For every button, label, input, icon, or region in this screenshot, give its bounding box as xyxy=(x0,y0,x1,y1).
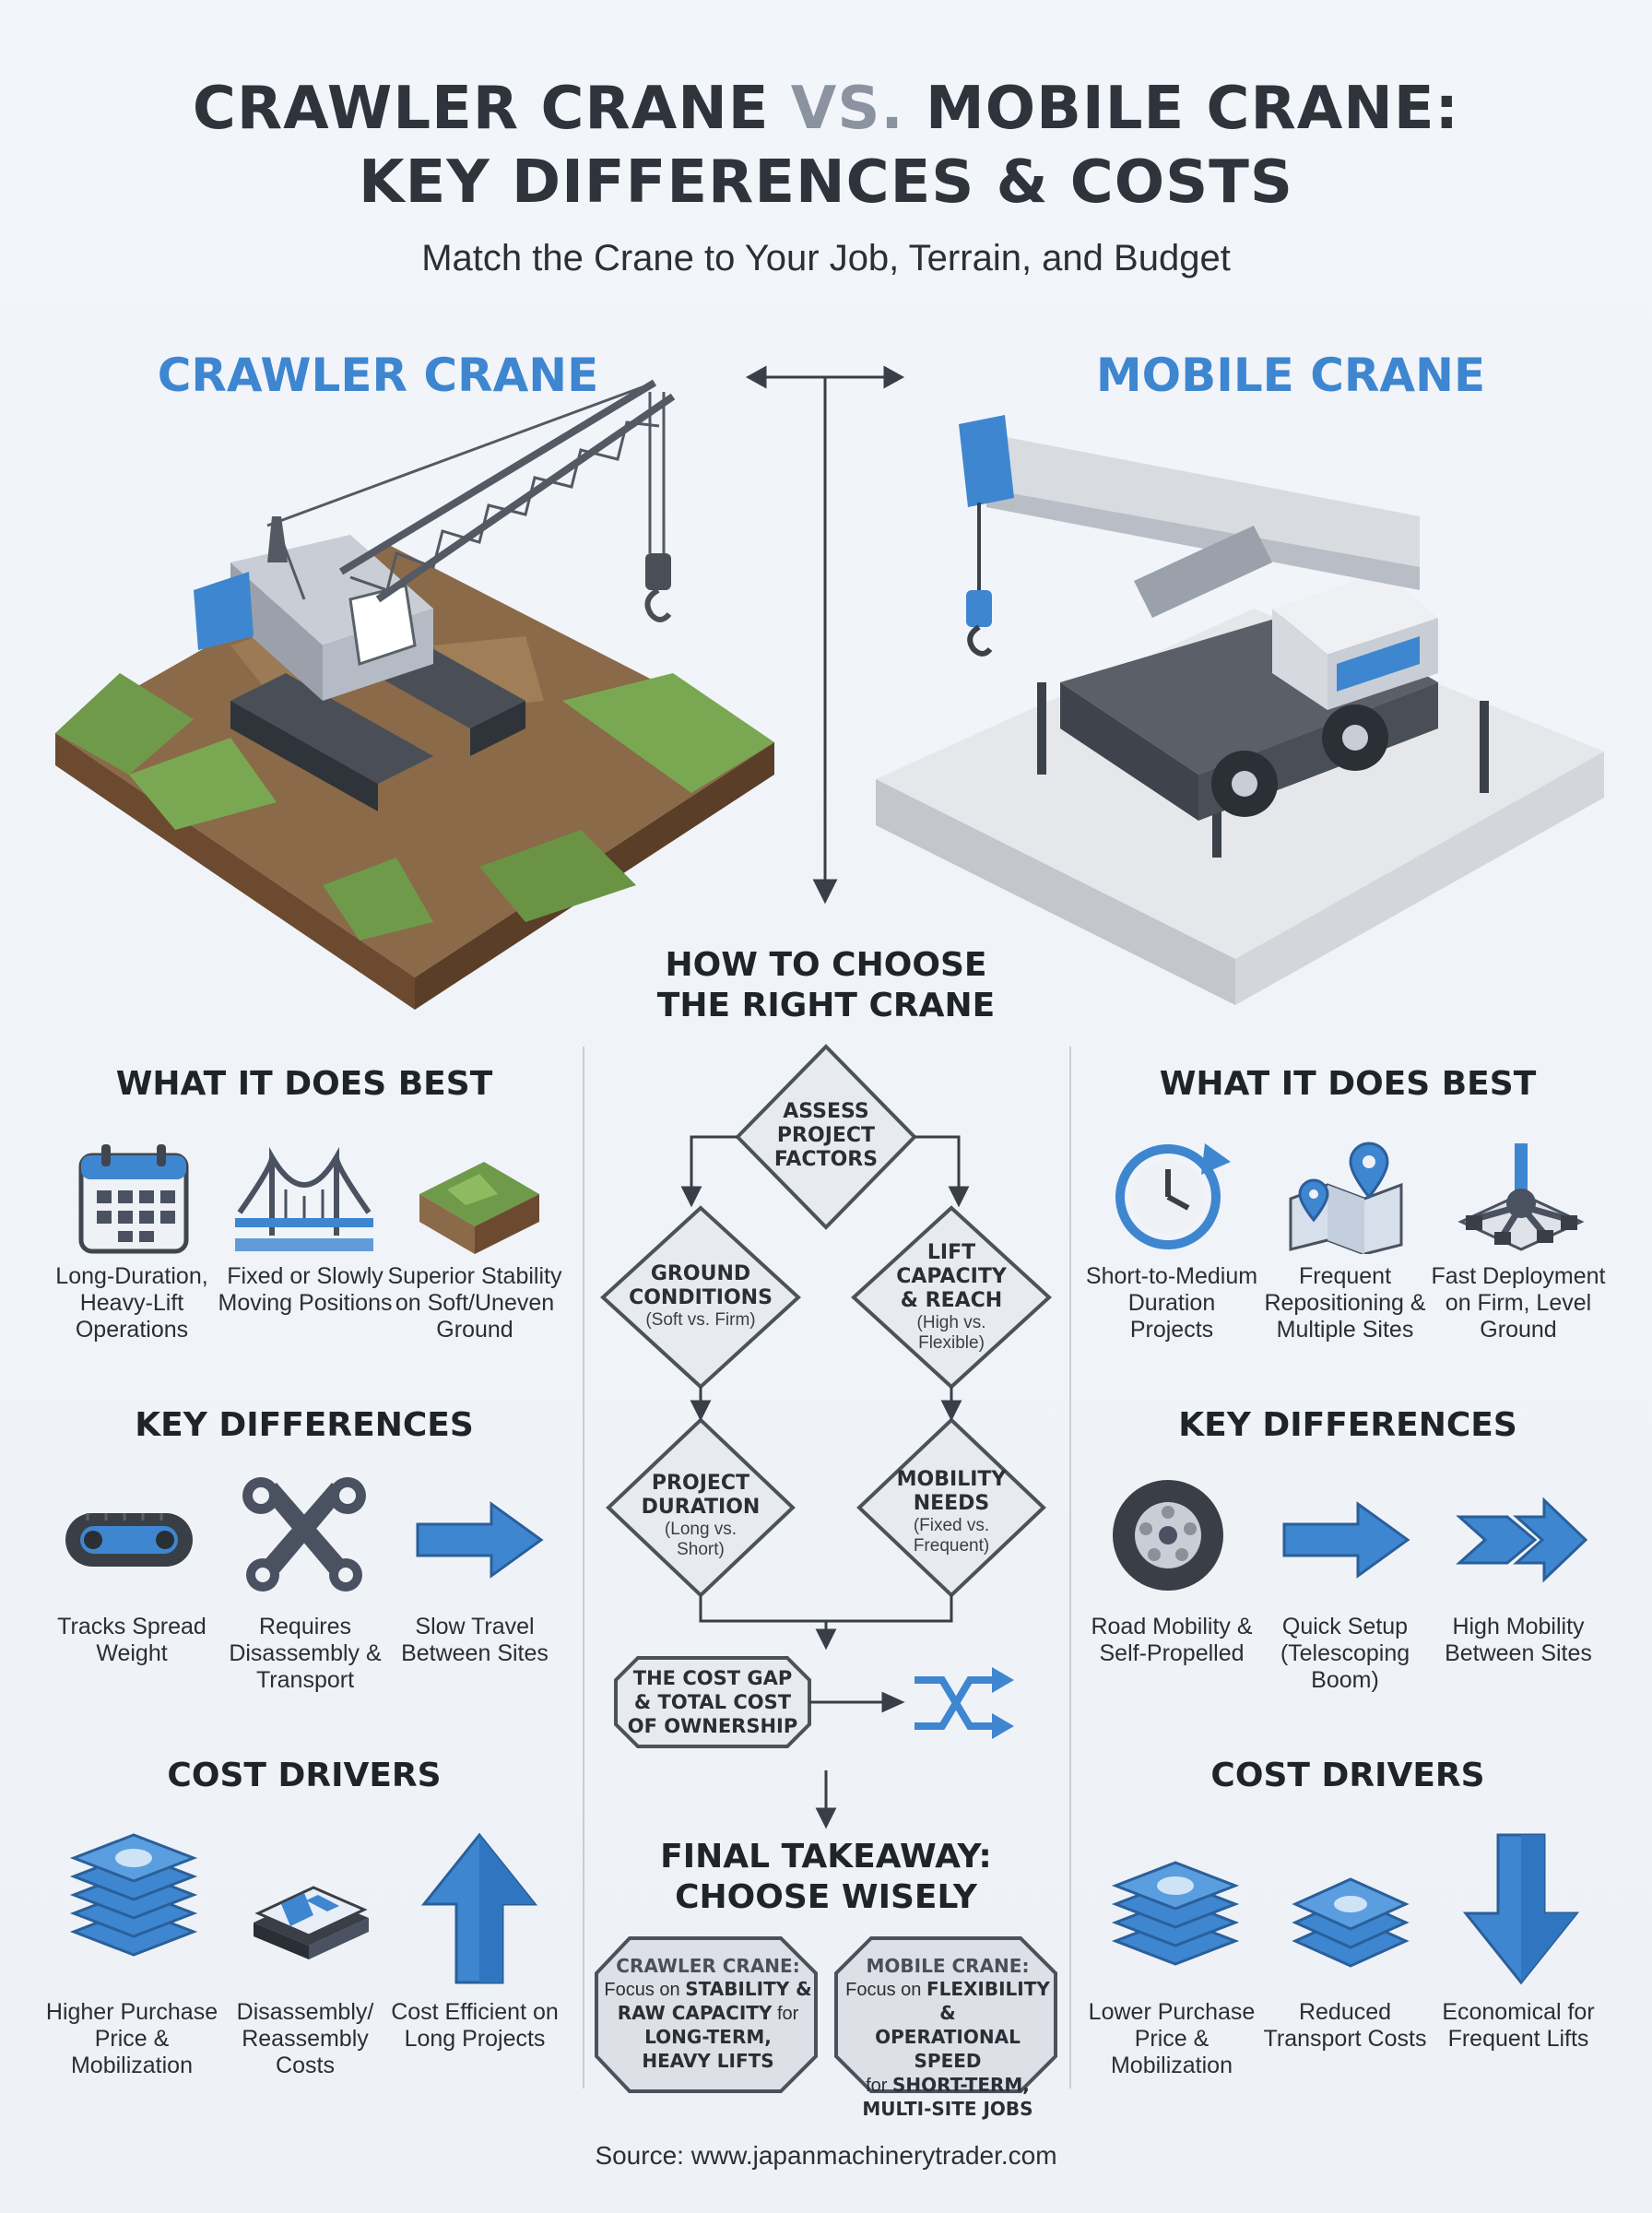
crawler-heading: CRAWLER CRANE xyxy=(157,349,599,402)
crawler-best-2-label: Fixed or Slowly Moving Positions xyxy=(218,1263,393,1316)
mobile-cost-3-label: Economical for Frequent Lifts xyxy=(1442,1999,1595,2052)
page-title: CRAWLER CRANE VS. MOBILE CRANE: KEY DIFF… xyxy=(0,72,1652,219)
page-subtitle: Match the Crane to Your Job, Terrain, an… xyxy=(421,238,1231,278)
money-stack-icon xyxy=(69,1833,198,1957)
crawler-diff-title: KEY DIFFERENCES xyxy=(135,1406,474,1444)
flow-title: HOW TO CHOOSE THE RIGHT CRANE xyxy=(656,946,996,1024)
cost-gap-box xyxy=(614,1656,811,1748)
project-duration-label: PROJECT DURATION (Long vs. Short) xyxy=(641,1472,761,1559)
mobile-cost-2-label: Reduced Transport Costs xyxy=(1263,1999,1427,2052)
crawler-cost-1-label: Higher Purchase Price & Mobilization xyxy=(45,1999,218,2078)
final-takeaway-title: FINAL TAKEAWAY: CHOOSE WISELY xyxy=(660,1838,992,1916)
crawler-diff-3-label: Slow Travel Between Sites xyxy=(401,1614,549,1666)
calendar-icon xyxy=(78,1144,189,1254)
crawler-cost-title: COST DRIVERS xyxy=(167,1757,442,1794)
money-bundle-icon xyxy=(1292,1877,1410,1968)
tire-icon xyxy=(1113,1480,1223,1591)
shuffle-icon xyxy=(914,1676,996,1730)
mobile-crane-illustration xyxy=(876,415,1604,1005)
arrow-right-icon xyxy=(1456,1497,1588,1583)
mobile-cost-title: COST DRIVERS xyxy=(1210,1757,1485,1794)
crawler-cost-3-label: Cost Efficient on Long Projects xyxy=(391,1999,559,2052)
mobile-best-title: WHAT IT DOES BEST xyxy=(1159,1065,1537,1103)
wrench-icon xyxy=(242,1477,366,1592)
arrow-down-icon xyxy=(1462,1833,1580,1985)
crawler-cost-2-label: Disassembly/ Reassembly Costs xyxy=(236,1999,374,2078)
mobile-best-2-label: Frequent Repositioning & Multiple Sites xyxy=(1264,1263,1426,1343)
mobile-diff-2-label: Quick Setup (Telescoping Boom) xyxy=(1280,1614,1410,1693)
mobile-diff-1-label: Road Mobility & Self-Propelled xyxy=(1091,1614,1253,1666)
mobile-best-3-label: Fast Deployment on Firm, Level Ground xyxy=(1431,1263,1606,1343)
outrigger-icon xyxy=(1457,1143,1585,1251)
terrain-icon xyxy=(419,1162,539,1254)
crawler-best-title: WHAT IT DOES BEST xyxy=(115,1065,493,1103)
right-divider xyxy=(1069,1047,1071,2089)
crawler-best-1-label: Long-Duration, Heavy-Lift Operations xyxy=(55,1263,208,1343)
ground-conditions-label: GROUND CONDITIONS (Soft vs. Firm) xyxy=(629,1262,773,1330)
cost-gap-label: THE COST GAP & TOTAL COST OF OWNERSHIP xyxy=(627,1667,798,1737)
title-vs: VS. xyxy=(790,75,904,143)
left-divider xyxy=(583,1047,584,2089)
mobile-heading: MOBILE CRANE xyxy=(1095,349,1486,402)
arrow-up-icon xyxy=(420,1832,538,1984)
money-stack-icon xyxy=(1111,1861,1240,1966)
mobility-needs-label: MOBILITY NEEDS (Fixed vs. Frequent) xyxy=(896,1468,1007,1556)
lift-capacity-label: LIFT CAPACITY & REACH (High vs. Flexible… xyxy=(896,1241,1007,1353)
title-crawler: CRAWLER CRANE xyxy=(192,75,770,143)
takeaway-octagons xyxy=(595,1936,1057,2093)
title-mobile: MOBILE CRANE: xyxy=(926,75,1460,143)
mobile-diff-title: KEY DIFFERENCES xyxy=(1178,1406,1517,1444)
source-credit: Source: www.japanmachinerytrader.com xyxy=(595,2141,1057,2170)
track-icon xyxy=(65,1513,193,1567)
map-pins-icon xyxy=(1289,1142,1403,1254)
money-bundle-icon xyxy=(254,1886,369,1959)
title-line-2: KEY DIFFERENCES & COSTS xyxy=(359,148,1293,217)
mobile-best-1-label: Short-to-Medium Duration Projects xyxy=(1085,1263,1258,1343)
arrow-right-icon xyxy=(416,1501,544,1579)
mobile-diff-3-label: High Mobility Between Sites xyxy=(1445,1614,1592,1666)
crawler-diff-1-label: Tracks Spread Weight xyxy=(57,1614,206,1666)
clock-icon xyxy=(1115,1143,1231,1249)
crawler-diff-2-label: Requires Disassembly & Transport xyxy=(229,1614,382,1693)
arrow-right-icon xyxy=(1282,1501,1410,1579)
crawler-crane-illustration xyxy=(55,379,774,1010)
crawler-takeaway: CRAWLER CRANE: Focus on STABILITY & RAW … xyxy=(604,1955,812,2072)
mobile-takeaway: MOBILE CRANE: Focus on FLEXIBILITY & OPE… xyxy=(845,1955,1050,2120)
assess-diamond xyxy=(735,1044,917,1230)
crawler-best-3-label: Superior Stability on Soft/Uneven Ground xyxy=(387,1263,562,1343)
mobile-cost-1-label: Lower Purchase Price & Mobilization xyxy=(1088,1999,1256,2078)
connector-arrows xyxy=(745,365,905,905)
bridge-icon xyxy=(235,1146,373,1251)
flowchart-shapes xyxy=(600,1044,1052,1829)
assess-label: ASSESS PROJECT FACTORS xyxy=(773,1100,879,1171)
